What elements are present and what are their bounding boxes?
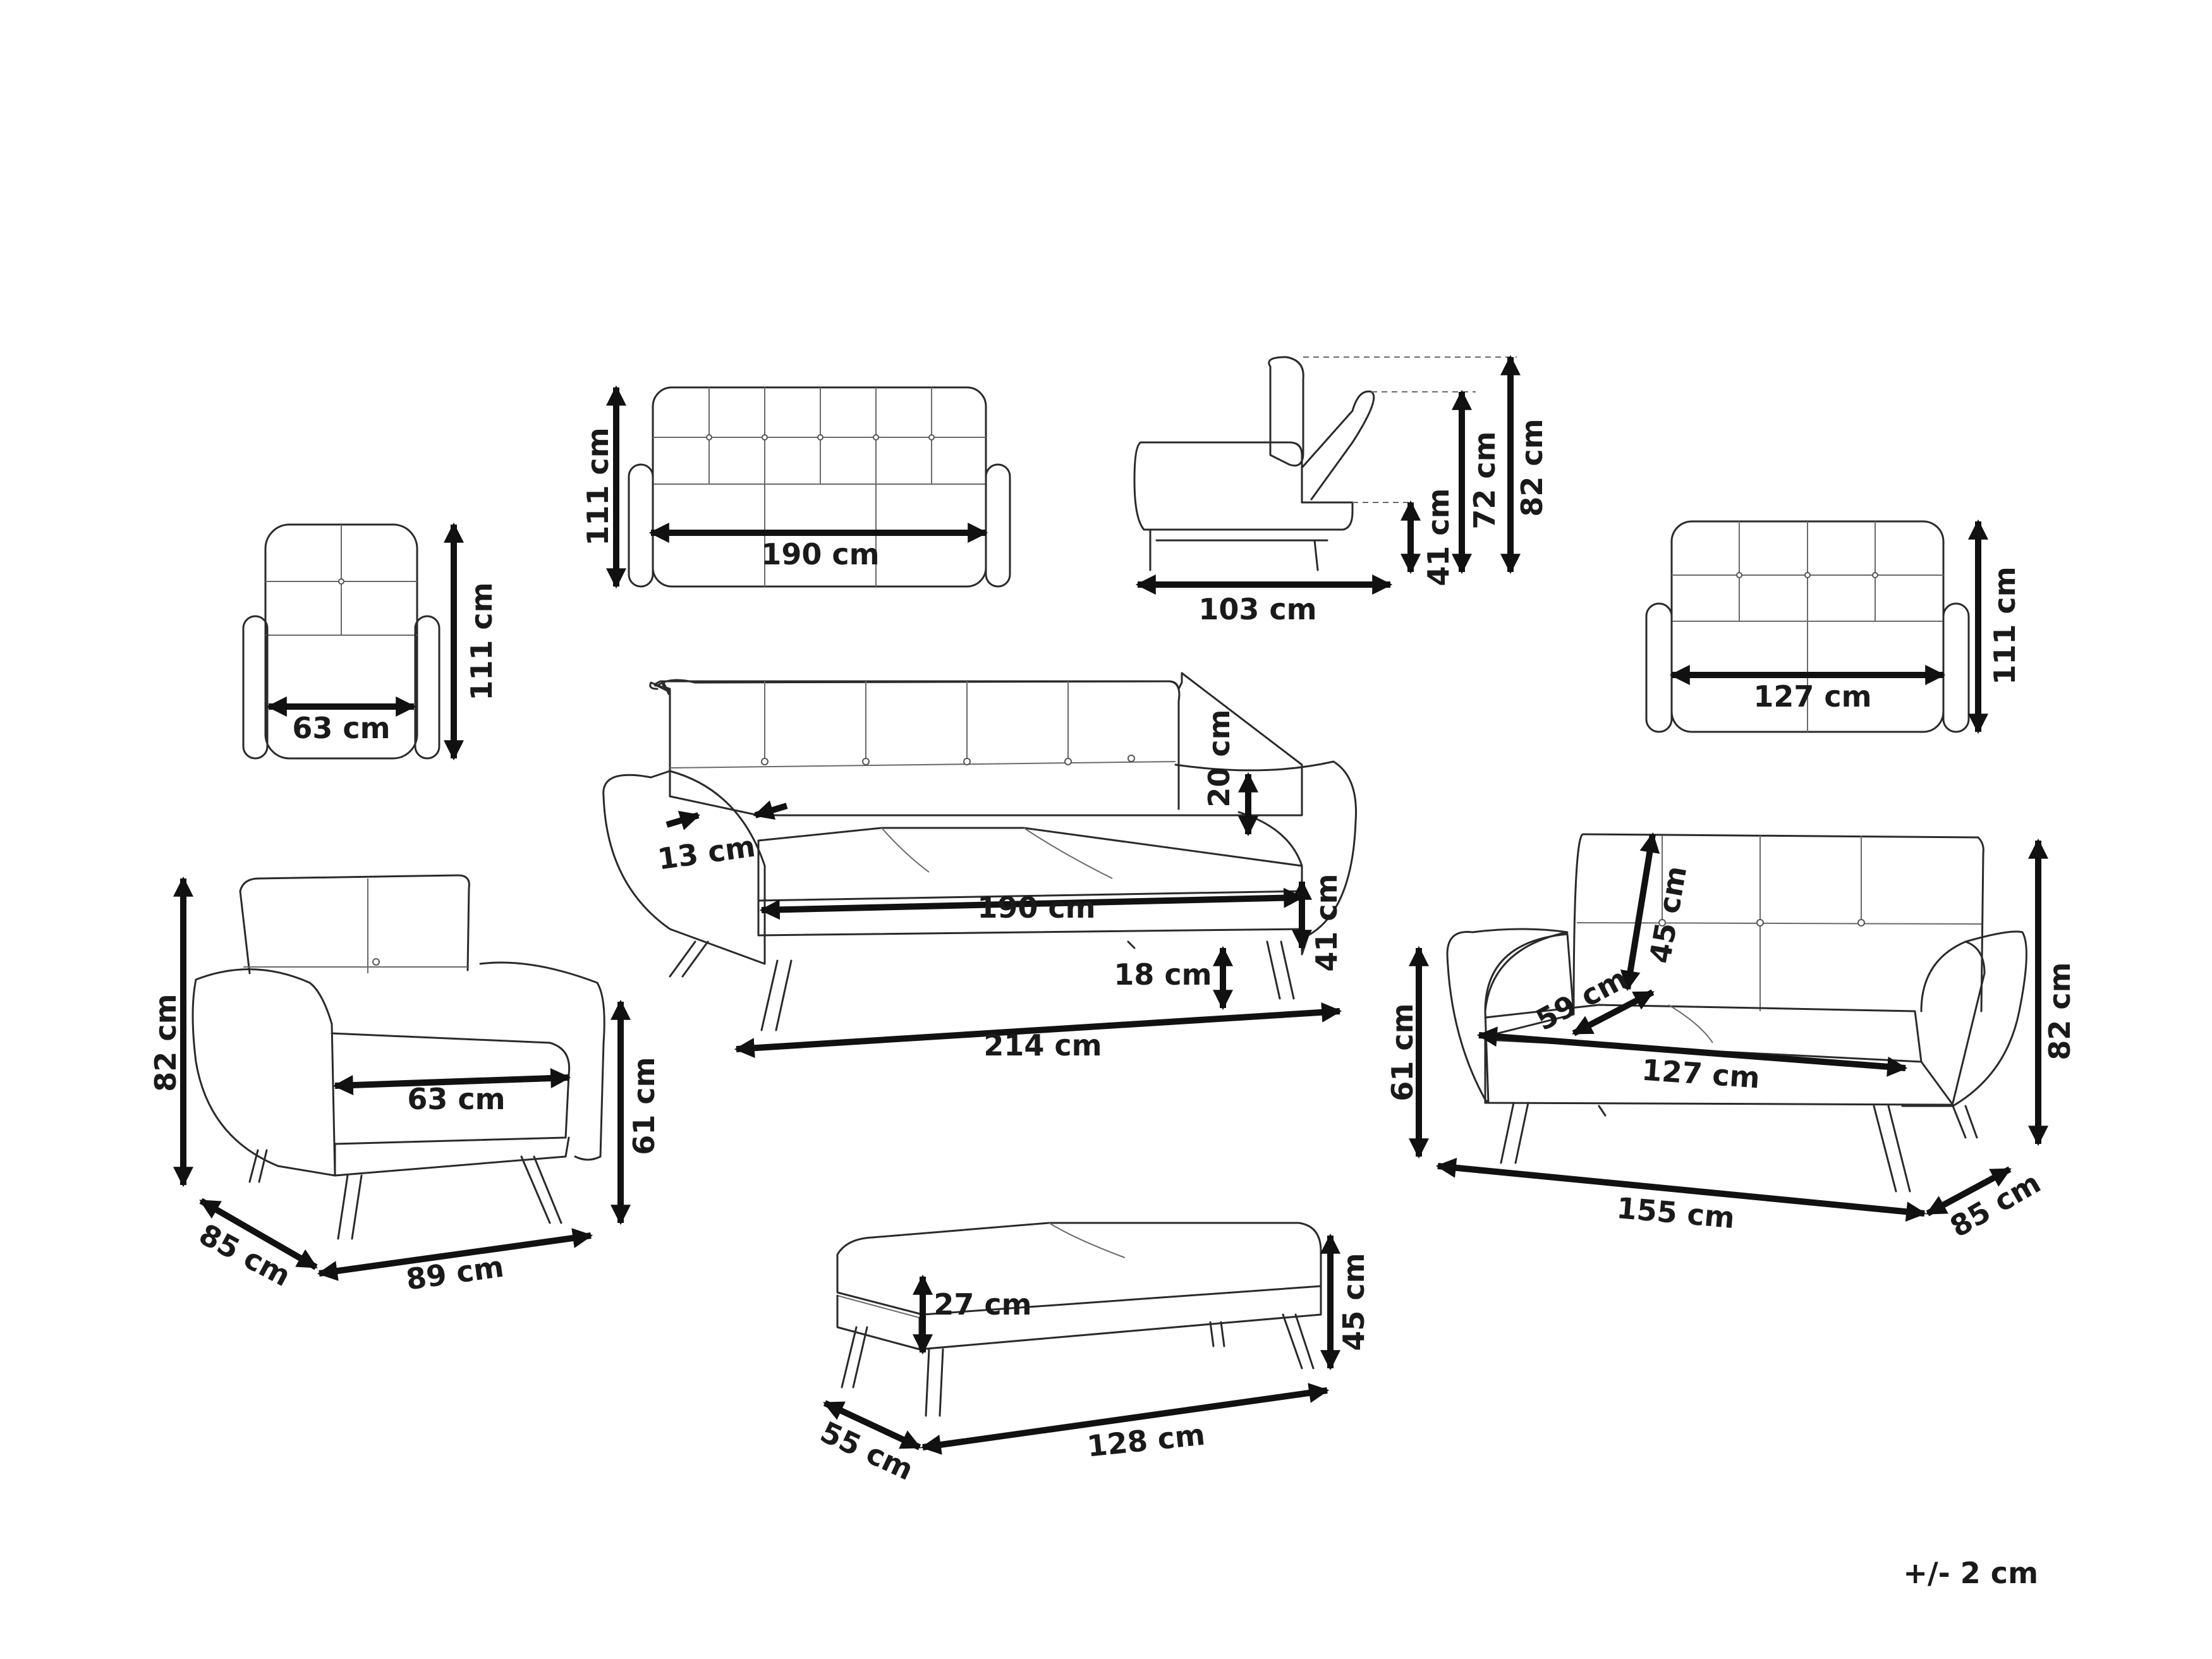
ottoman-inner-height-label: 27 cm xyxy=(933,1287,1031,1322)
sofa-bed-side-back-height-label: 72 cm xyxy=(1468,431,1502,529)
sofa-bed-side-depth-label: 103 cm xyxy=(1198,592,1316,626)
loveseat-seat-height-label: 61 cm xyxy=(1385,1003,1419,1101)
sofa-bed-front-width-label: 190 cm xyxy=(761,537,879,571)
armchair-front-width-label: 63 cm xyxy=(292,711,390,745)
tolerance-note: +/- 2 cm xyxy=(1903,1556,2038,1590)
sofa-bed-perspective-view xyxy=(602,672,1358,1059)
dimension-labels: 63 cm 111 cm 190 cm 111 cm 103 cm 41 cm … xyxy=(149,418,2077,1590)
armchair-seat-width-label: 63 cm xyxy=(407,1082,505,1116)
armchair-front-view xyxy=(242,522,465,761)
sofa-bed-front-view xyxy=(605,385,1011,589)
sofa-leg-height-label: 18 cm xyxy=(1114,957,1212,992)
armchair-seat-height-label: 61 cm xyxy=(627,1057,661,1155)
sofa-total-width-label: 214 cm xyxy=(983,1028,1102,1062)
armchair-perspective-view xyxy=(173,874,631,1281)
loveseat-perspective-view xyxy=(1408,832,2049,1222)
loveseat-total-height-label: 82 cm xyxy=(2043,962,2077,1060)
sofa-seat-width-label: 190 cm xyxy=(977,890,1095,925)
sofa-bed-front-height-label: 111 cm xyxy=(581,427,615,545)
ottoman-perspective-view xyxy=(823,1222,1341,1455)
ottoman-height-label: 45 cm xyxy=(1337,1253,1371,1351)
loveseat-width-label: 155 cm xyxy=(1615,1191,1736,1235)
sofa-armrest-width-label: 13 cm xyxy=(655,829,757,877)
sofa-bed-side-seat-height-label: 41 cm xyxy=(1421,488,1455,586)
armchair-front-height-label: 111 cm xyxy=(465,582,499,700)
loveseat-front-width-label: 127 cm xyxy=(1753,679,1871,714)
armchair-height-label: 82 cm xyxy=(149,994,183,1091)
loveseat-front-height-label: 111 cm xyxy=(1988,566,2022,684)
sofa-bed-side-view xyxy=(1133,355,1521,595)
sofa-bed-side-total-height-label: 82 cm xyxy=(1515,418,1549,516)
sofa-backrest-height-label: 20 cm xyxy=(1202,709,1236,807)
sofa-seat-height-label: 41 cm xyxy=(1310,873,1344,971)
loveseat-front-view xyxy=(1645,519,1989,734)
loveseat-backrest-height-label: 45 cm xyxy=(1643,863,1693,966)
loveseat-seat-width-label: 127 cm xyxy=(1641,1053,1761,1095)
